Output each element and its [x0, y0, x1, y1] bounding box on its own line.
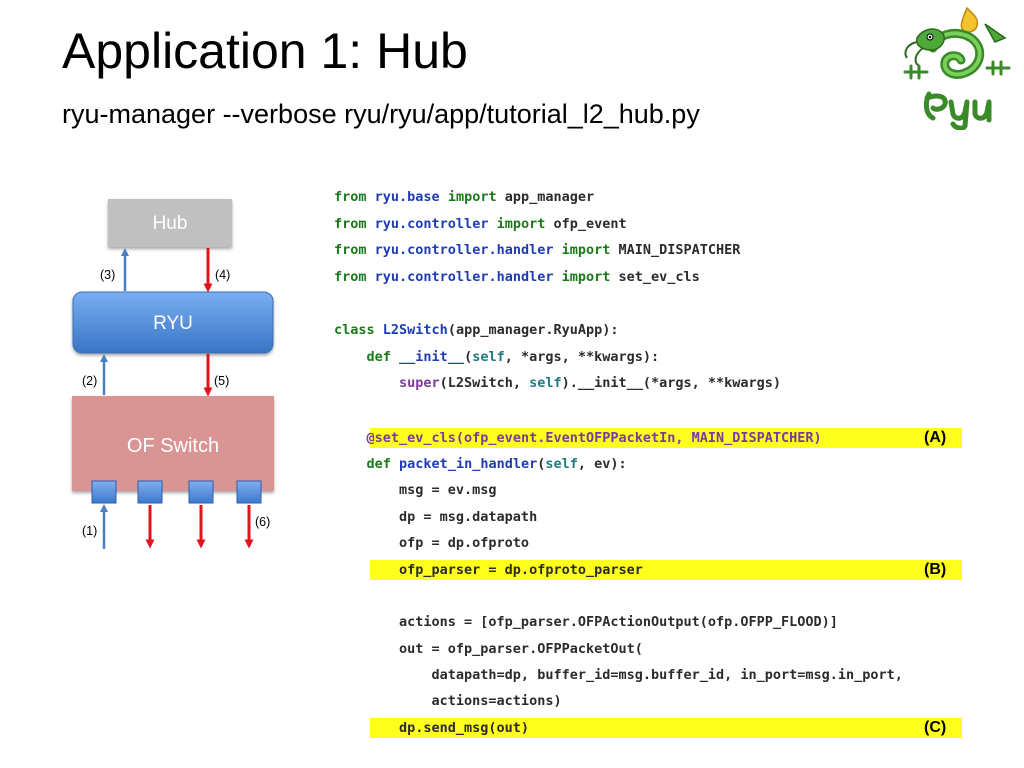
- code-line-17: actions=actions): [334, 693, 562, 709]
- of-switch-box: OF Switch: [72, 396, 274, 491]
- code-line-13: ofp_parser = dp.ofproto_parser: [334, 562, 643, 578]
- step-label-5: (5): [214, 374, 229, 388]
- step-label-3: (3): [100, 268, 115, 282]
- highlight-b: [370, 560, 962, 580]
- code-line-11: dp = msg.datapath: [334, 509, 538, 525]
- code-line-4: from ryu.controller.handler import set_e…: [334, 269, 700, 285]
- of-switch-label: OF Switch: [127, 435, 219, 457]
- hub-box: Hub: [108, 199, 232, 247]
- ryu-hub-diagram: Hub RYU OF Switch (3) (4) (2) (5) (1) (6…: [72, 199, 274, 549]
- code-line-16: datapath=dp, buffer_id=msg.buffer_id, in…: [334, 667, 903, 683]
- hub-label: Hub: [153, 213, 188, 234]
- code-line-18: dp.send_msg(out): [334, 720, 530, 736]
- step-label-1: (1): [82, 524, 97, 538]
- switch-port-1: [91, 480, 117, 504]
- switch-port-3: [188, 480, 214, 504]
- ryu-label: RYU: [153, 313, 193, 334]
- highlight-c: [370, 718, 962, 738]
- code-line-5: class L2Switch(app_manager.RyuApp):: [334, 322, 619, 338]
- code-line-15: out = ofp_parser.OFPPacketOut(: [334, 641, 643, 657]
- code-line-9: def packet_in_handler(self, ev):: [366, 456, 627, 472]
- label-a: (A): [924, 429, 947, 446]
- code-line-8: @set_ev_cls(ofp_event.EventOFPPacketIn, …: [366, 430, 822, 446]
- code-line-3: from ryu.controller.handler import MAIN_…: [334, 242, 741, 258]
- ryu-dragon-logo: [903, 6, 1011, 130]
- label-b: (B): [924, 561, 947, 578]
- step-label-4: (4): [215, 268, 230, 282]
- step-label-6: (6): [255, 515, 270, 529]
- slide-subtitle: ryu-manager --verbose ryu/ryu/app/tutori…: [62, 99, 700, 129]
- code-line-1: from ryu.base import app_manager: [334, 189, 595, 205]
- slide-title: Application 1: Hub: [62, 23, 468, 79]
- highlight-a: [370, 428, 962, 448]
- code-line-7: super(L2Switch, self).__init__(*args, **…: [399, 375, 782, 391]
- switch-port-4: [236, 480, 262, 504]
- step-label-2: (2): [82, 374, 97, 388]
- code-line-10: msg = ev.msg: [334, 482, 497, 498]
- code-line-6: def __init__(self, *args, **kwargs):: [366, 349, 660, 365]
- code-line-14: actions = [ofp_parser.OFPActionOutput(of…: [334, 614, 838, 630]
- label-c: (C): [924, 719, 947, 736]
- switch-port-2: [137, 480, 163, 504]
- code-line-2: from ryu.controller import ofp_event: [334, 216, 627, 232]
- ryu-box: RYU: [72, 291, 274, 354]
- code-line-12: ofp = dp.ofproto: [334, 535, 530, 551]
